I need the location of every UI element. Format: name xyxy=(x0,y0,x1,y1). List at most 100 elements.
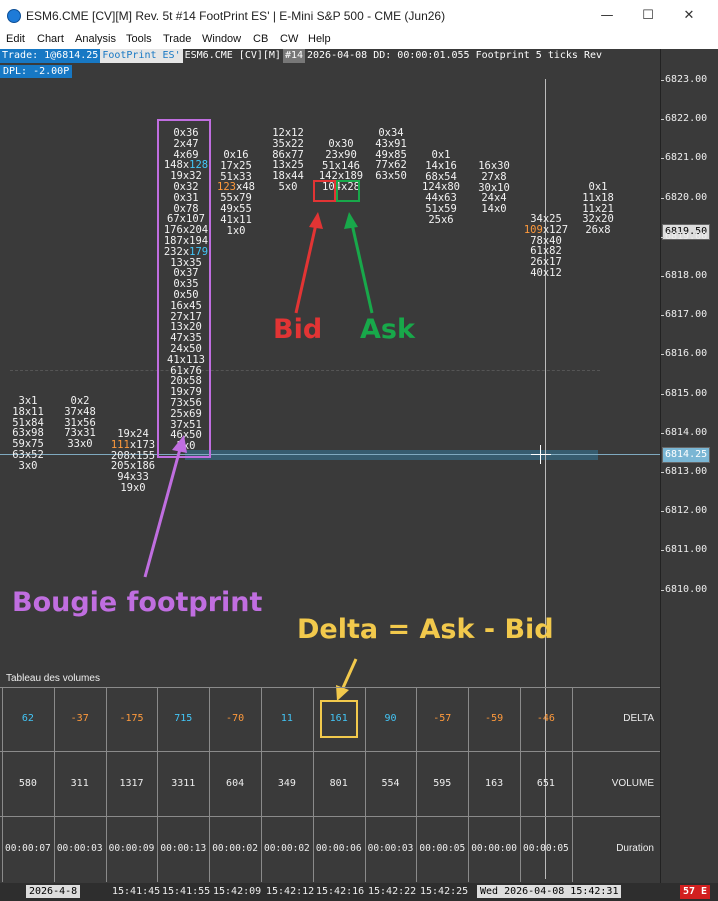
price-tick-mark xyxy=(661,236,664,238)
table-column-separator xyxy=(571,687,573,882)
footprint-cell: 16x45 xyxy=(170,299,202,312)
volume-cell: 311 xyxy=(70,778,89,789)
footprint-cell: 24x50 xyxy=(170,342,202,355)
delta-cell: -37 xyxy=(70,713,89,724)
footprint-cell: 111x173 xyxy=(110,438,156,451)
price-tick-label: 6819.00 xyxy=(665,230,708,242)
last-price-band xyxy=(185,450,598,460)
footprint-cell: 41x11 xyxy=(220,213,252,226)
volume-cell: 349 xyxy=(277,778,296,789)
footprint-cell: 0x50 xyxy=(173,288,199,301)
menu-tools[interactable]: Tools xyxy=(126,33,152,45)
footprint-cell: 37x51 xyxy=(170,418,202,431)
time-tick-label: 15:42:12 xyxy=(266,886,315,897)
footprint-cell: 63x52 xyxy=(12,448,44,461)
table-column-separator xyxy=(364,687,366,882)
footprint-cell: 86x77 xyxy=(272,148,304,161)
bid-highlight-box xyxy=(313,180,336,202)
footprint-cell: 0x37 xyxy=(173,267,199,280)
table-column-separator xyxy=(468,687,470,882)
footprint-cell: 13x35 xyxy=(170,256,202,269)
price-tick-label: 6812.00 xyxy=(665,505,708,517)
footprint-cell: 73x31 xyxy=(64,427,96,440)
footprint-cell: 14x0 xyxy=(481,203,507,216)
delta-cell: -57 xyxy=(433,713,452,724)
close-button[interactable]: ✕ xyxy=(683,8,695,23)
menu-window[interactable]: Window xyxy=(202,33,242,45)
footprint-cell: 0x36 xyxy=(173,127,199,139)
table-column-separator xyxy=(53,687,55,882)
footprint-cell: 18x44 xyxy=(272,170,304,183)
duration-cell: 00:00:06 xyxy=(315,843,362,854)
chart-tab[interactable]: FootPrint ES' xyxy=(100,49,183,63)
menu-chart[interactable]: Chart xyxy=(37,33,64,45)
maximize-button[interactable]: ☐ xyxy=(642,8,654,23)
price-tick-mark xyxy=(661,158,664,160)
delta-cell: 715 xyxy=(174,713,193,724)
footprint-cell: 27x17 xyxy=(170,310,202,323)
volume-cell: 580 xyxy=(18,778,37,789)
footprint-cell: 4x69 xyxy=(173,148,199,161)
table-border-row2 xyxy=(0,816,660,817)
menu-edit[interactable]: Edit xyxy=(6,33,25,45)
footprint-cell: 11x18 xyxy=(582,191,614,204)
footprint-cell: 14x16 xyxy=(425,159,457,172)
delta-cell: 90 xyxy=(384,713,397,724)
table-border-top xyxy=(0,687,660,688)
footprint-cell: 25x69 xyxy=(170,407,202,420)
footprint-cell: 232x179 xyxy=(163,245,209,258)
footprint-cell: 12x12 xyxy=(272,127,304,139)
footprint-cell: 0x1 xyxy=(431,149,451,161)
footprint-cell: 49x85 xyxy=(375,148,407,161)
volume-cell: 604 xyxy=(226,778,245,789)
delta-cell: 161 xyxy=(329,713,348,724)
chart-number: #14 xyxy=(282,49,305,63)
dashed-level xyxy=(10,370,600,371)
volume-table-title: Tableau des volumes xyxy=(6,673,100,684)
footprint-cell: 26x8 xyxy=(585,224,611,237)
menu-analysis[interactable]: Analysis xyxy=(75,33,116,45)
volume-cell: 1317 xyxy=(119,778,144,789)
footprint-cell: 16x30 xyxy=(478,160,510,172)
table-column-separator xyxy=(312,687,314,882)
duration-row-label: Duration xyxy=(616,843,654,854)
footprint-cell: 46x50 xyxy=(170,429,202,442)
menu-cw[interactable]: CW xyxy=(280,33,299,45)
time-axis[interactable]: 2026-4-8 Wed 2026-04-08 15:42:31 57 E 15… xyxy=(0,883,718,901)
footprint-cell: 51x33 xyxy=(220,170,252,183)
footprint-cell: 63x98 xyxy=(12,427,44,440)
price-tick-label: 6820.00 xyxy=(665,191,708,203)
delta-cell: -59 xyxy=(485,713,504,724)
duration-cell: 00:00:03 xyxy=(56,843,103,854)
table-column-separator xyxy=(209,687,211,882)
time-tick-label: 15:41:45 xyxy=(112,886,161,897)
price-tick-mark xyxy=(661,80,664,81)
footprint-cell: 55x79 xyxy=(220,192,252,205)
menu-help[interactable]: Help xyxy=(308,33,331,45)
duration-cell: 00:00:05 xyxy=(523,843,569,854)
price-tick-mark xyxy=(661,589,664,591)
app-icon xyxy=(7,9,21,23)
price-tick-label: 6818.00 xyxy=(665,270,708,281)
volume-cell: 3311 xyxy=(171,778,196,789)
volume-cell: 595 xyxy=(433,778,452,789)
table-column-separator xyxy=(416,687,418,882)
menu-trade[interactable]: Trade xyxy=(163,33,192,45)
minimize-button[interactable]: — xyxy=(600,8,614,23)
title-bar: ESM6.CME [CV][M] Rev. 5t #14 FootPrint E… xyxy=(0,0,718,33)
footprint-cell: 0x32 xyxy=(173,180,199,193)
price-tick-mark xyxy=(661,315,664,317)
bougie-annotation: Bougie footprint xyxy=(12,587,263,618)
current-price-box: 6819.50 xyxy=(662,224,711,240)
footprint-cell: 40x12 xyxy=(530,266,562,279)
menu-cb[interactable]: CB xyxy=(253,33,269,45)
